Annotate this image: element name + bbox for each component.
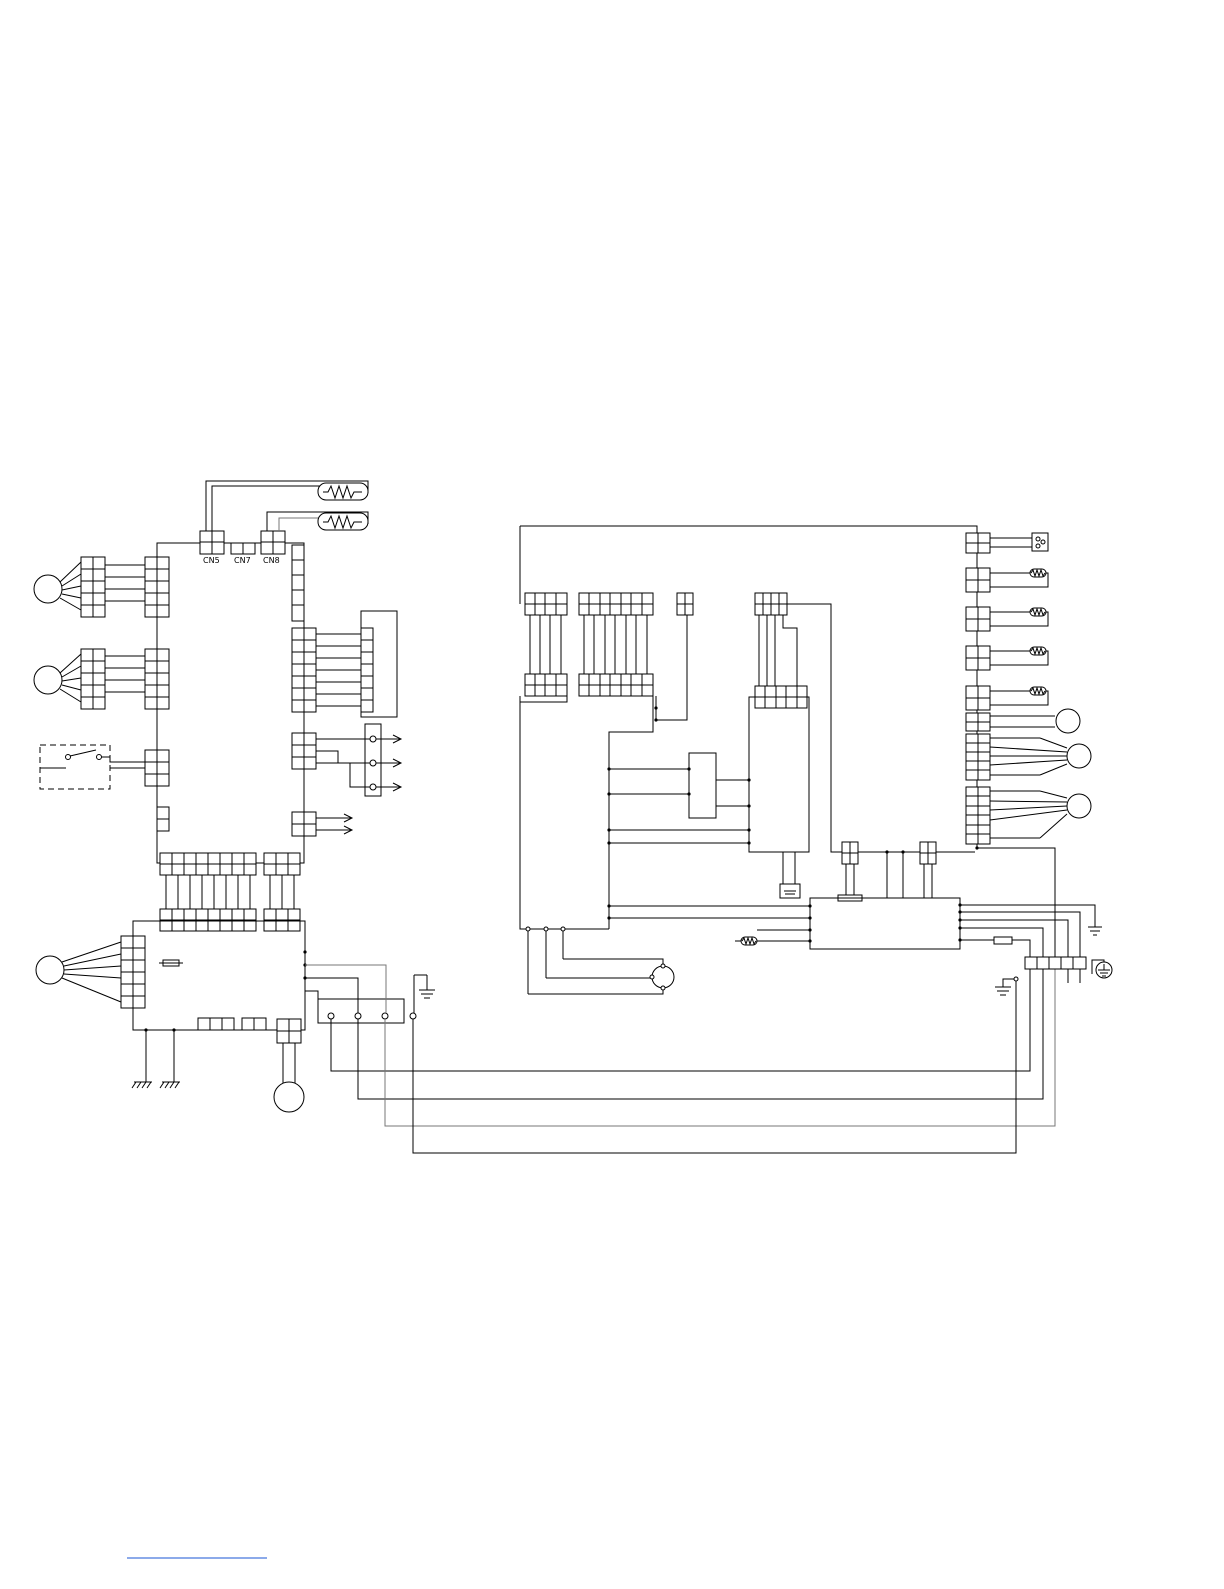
motor-circle-icon bbox=[274, 1082, 304, 1112]
motor-circle-icon bbox=[34, 575, 62, 603]
outdoor-sensor-4 bbox=[966, 646, 1048, 670]
louver-motor-1 bbox=[34, 557, 169, 617]
output-connector bbox=[292, 724, 401, 796]
outdoor-inverter-pcb bbox=[520, 696, 658, 929]
motor-circle-icon bbox=[1067, 744, 1091, 768]
interconnect-wires bbox=[331, 969, 1055, 1153]
motor-circle-icon bbox=[1056, 709, 1080, 733]
interboard-connector-top bbox=[160, 853, 300, 875]
outdoor-ground-icon bbox=[995, 977, 1018, 995]
indoor-power-pcb bbox=[133, 921, 307, 1032]
switch-icon bbox=[70, 750, 96, 756]
outdoor-sensor-2 bbox=[966, 568, 1048, 592]
float-switch bbox=[40, 745, 169, 789]
cn8-label: CN8 bbox=[263, 556, 280, 565]
outdoor-connector-d bbox=[755, 593, 975, 852]
motor-circle-icon bbox=[36, 956, 64, 984]
outdoor-connector-b bbox=[579, 593, 653, 696]
interboard-connector-bottom bbox=[160, 909, 300, 931]
drain-pump-motor bbox=[274, 1019, 304, 1112]
motor-circle-icon bbox=[34, 666, 62, 694]
protective-earth-icon bbox=[1092, 960, 1112, 978]
outdoor-sensor-5 bbox=[966, 686, 1048, 710]
indoor-fan-motor bbox=[36, 936, 145, 1008]
connector-cn5: CN5 bbox=[200, 531, 224, 565]
outdoor-valve-motor-1 bbox=[966, 709, 1080, 733]
outdoor-fan-motor bbox=[526, 927, 674, 994]
indoor-terminal-block bbox=[305, 965, 416, 1023]
output-connector-2 bbox=[292, 812, 352, 836]
connector-cn7: CN7 bbox=[231, 543, 255, 565]
indoor-main-pcb bbox=[157, 543, 304, 863]
motor-circle-icon bbox=[652, 966, 674, 988]
chassis-ground-2 bbox=[160, 1030, 180, 1088]
display-connector bbox=[292, 611, 397, 717]
reactor-block bbox=[607, 753, 749, 818]
indoor-ground-icon bbox=[414, 975, 435, 1013]
outdoor-filter-board bbox=[607, 898, 960, 949]
outdoor-valve-motor-3 bbox=[966, 787, 1091, 844]
outdoor-valve-motor-2 bbox=[966, 734, 1091, 780]
motor-circle-icon bbox=[1067, 794, 1091, 818]
heater-sensor-2 bbox=[267, 512, 368, 531]
pcb-right-strip bbox=[292, 545, 304, 621]
louver-motor-2 bbox=[34, 649, 169, 709]
outdoor-power-wiring bbox=[958, 846, 1102, 957]
chassis-ground-1 bbox=[132, 1030, 152, 1088]
interboard-wires bbox=[166, 875, 294, 909]
outdoor-relay-connector-1 bbox=[838, 842, 862, 901]
cn7-label: CN7 bbox=[234, 556, 251, 565]
outdoor-connector-c bbox=[656, 593, 693, 720]
outdoor-sensor-3 bbox=[966, 607, 1048, 631]
compressor-driver-box bbox=[607, 697, 809, 898]
fuse-icon bbox=[994, 937, 1012, 944]
connector-cn8: CN8 bbox=[261, 531, 285, 565]
outdoor-relay-connector-2 bbox=[885, 842, 936, 898]
outdoor-connector-a bbox=[525, 593, 567, 696]
outdoor-sensor-1 bbox=[966, 533, 1048, 553]
cn5-label: CN5 bbox=[203, 556, 220, 565]
